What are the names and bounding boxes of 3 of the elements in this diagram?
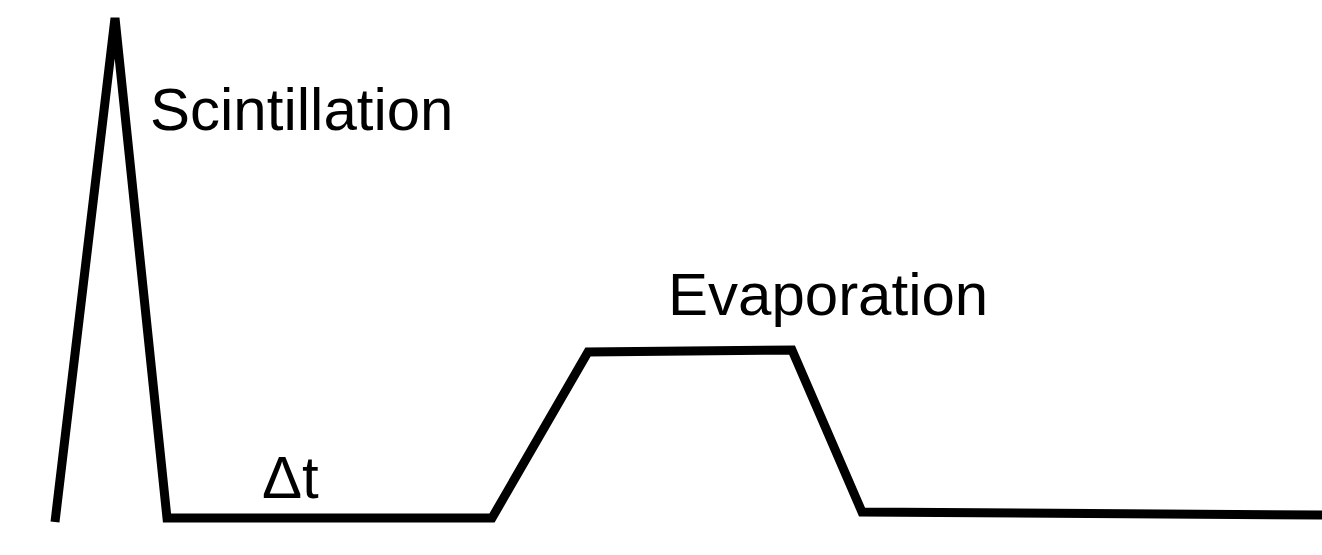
peak-label: Scintillation xyxy=(150,80,454,140)
interval-label: Δt xyxy=(262,448,319,508)
peak-label: Evaporation xyxy=(668,265,989,325)
